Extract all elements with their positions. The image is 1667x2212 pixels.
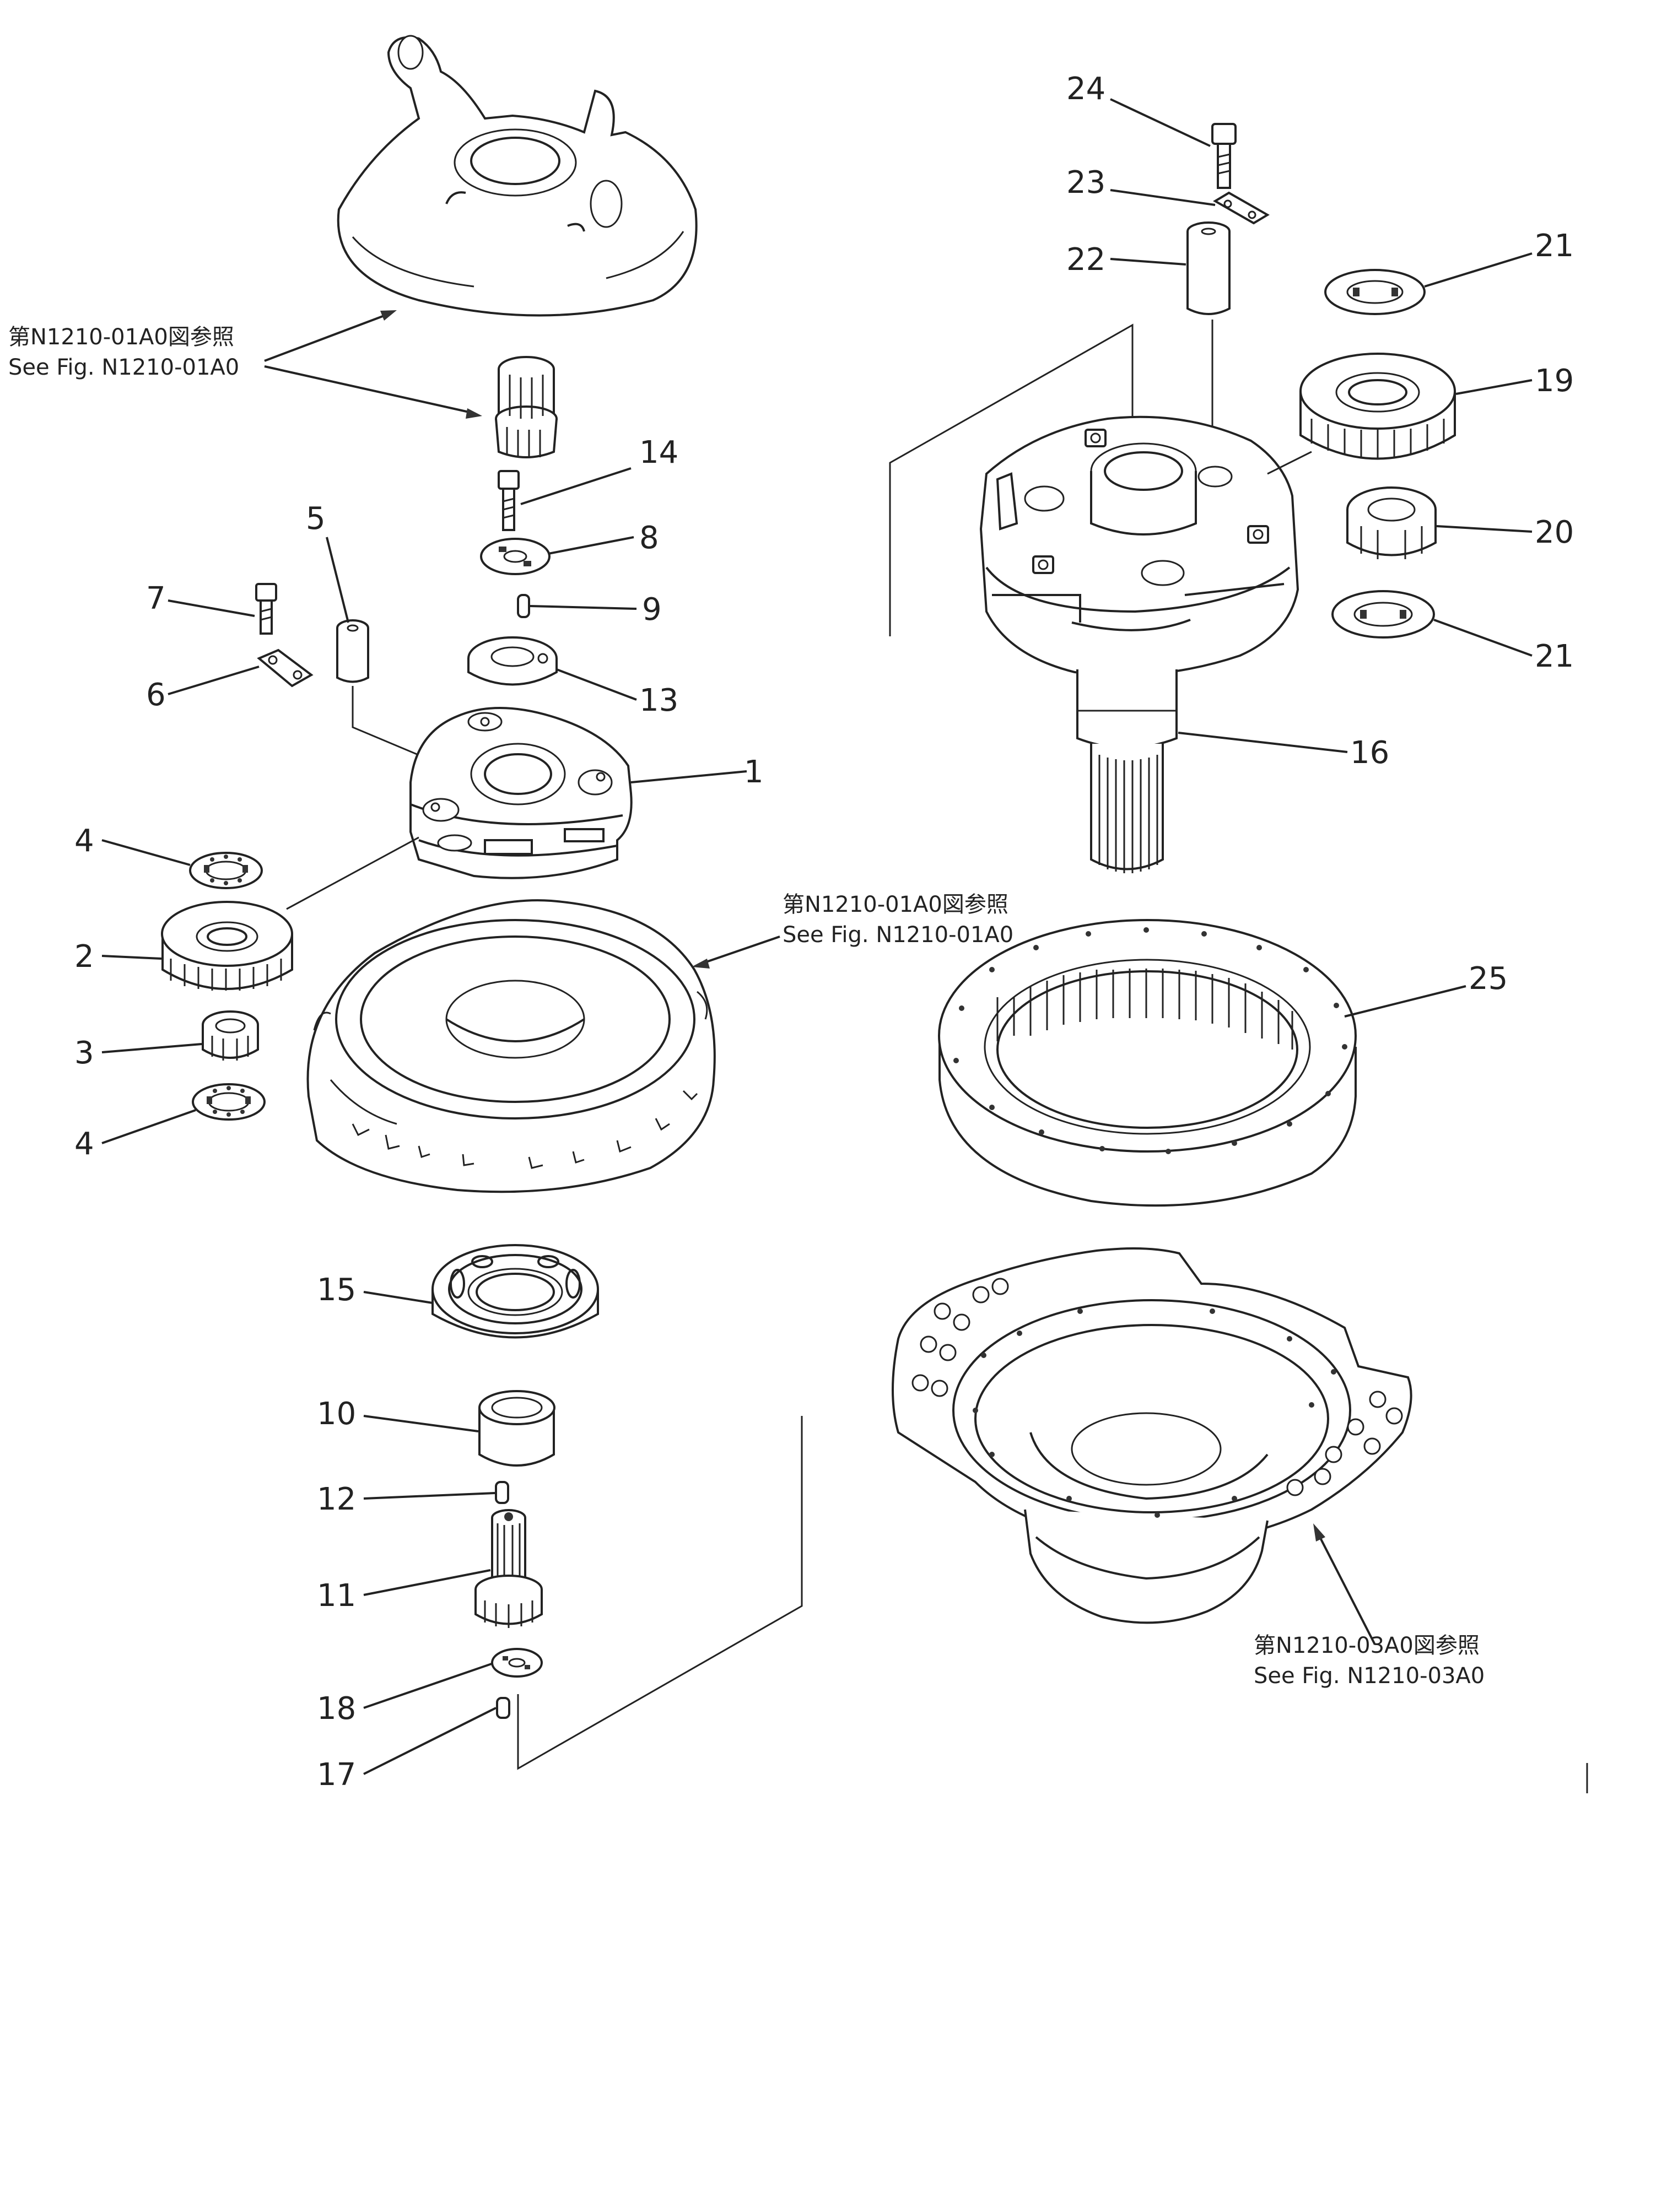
- callout-11: 11: [317, 1578, 356, 1614]
- callout-4-upper: 4: [74, 823, 94, 859]
- part-17-pin: [496, 1697, 510, 1719]
- part-3-needle-bearing: [202, 1010, 259, 1061]
- part-2-planet-gear: [161, 901, 293, 991]
- part-22-shaft: [1186, 221, 1231, 315]
- callout-numbers: 1 2 3 4 4 5 6 7 8 9 10 11 12 13 14 15 16…: [74, 71, 1574, 1793]
- part-4-thrust-washer-upper: [189, 852, 263, 889]
- part-1-planet-carrier: [409, 707, 633, 879]
- part-14-bolt: [498, 470, 520, 531]
- callout-4-lower: 4: [74, 1126, 94, 1162]
- callout-7: 7: [146, 581, 166, 616]
- part-16-carrier-output-shaft: [979, 415, 1299, 873]
- callout-20: 20: [1535, 515, 1574, 550]
- figure-reference-middle: 第N1210-01A0図参照 See Fig. N1210-01A0: [783, 892, 1013, 948]
- callout-15: 15: [317, 1272, 356, 1308]
- lower-housing: [892, 1247, 1412, 1624]
- ref-bottom-right-en: See Fig. N1210-03A0: [1254, 1663, 1485, 1689]
- part-20-needle-bearing: [1346, 486, 1437, 559]
- part-18-thrust-washer: [491, 1648, 543, 1678]
- callout-2: 2: [74, 939, 94, 975]
- part-8-thrust-washer: [480, 538, 551, 575]
- callout-5: 5: [306, 501, 326, 537]
- callout-10: 10: [317, 1396, 356, 1432]
- part-13-bushing: [467, 636, 558, 686]
- ref-middle-en: See Fig. N1210-01A0: [783, 922, 1013, 948]
- part-11-sun-gear-shaft: [474, 1509, 543, 1628]
- part-6-lock-plate: [257, 648, 314, 688]
- part-19-planet-gear: [1299, 353, 1456, 460]
- callout-6: 6: [146, 677, 166, 713]
- part-9-pin: [517, 594, 530, 618]
- ref-top-left-jp: 第N1210-01A0図参照: [8, 325, 234, 350]
- assembly-guide-line-upper: [889, 323, 1134, 636]
- assembly-guide-line-lower: [517, 1416, 803, 1770]
- callout-24: 24: [1066, 71, 1105, 107]
- spline-coupling: [495, 356, 558, 458]
- callout-12: 12: [317, 1481, 356, 1517]
- part-5-shaft: [336, 619, 369, 683]
- part-25-ring-gear: [938, 919, 1357, 1207]
- callout-13: 13: [639, 683, 678, 718]
- part-24-bolt: [1211, 123, 1237, 189]
- part-10-collar: [478, 1390, 555, 1467]
- callout-3: 3: [74, 1035, 94, 1071]
- callout-16: 16: [1350, 735, 1389, 771]
- motor-housing-cover: [337, 35, 698, 317]
- callout-22: 22: [1066, 242, 1105, 278]
- part-12-pin: [495, 1481, 509, 1504]
- callout-18: 18: [317, 1691, 356, 1727]
- ring-gear-housing: [306, 899, 716, 1193]
- figure-reference-bottom-right: 第N1210-03A0図参照 See Fig. N1210-03A0: [1254, 1633, 1485, 1689]
- part-7-bolt: [255, 583, 277, 635]
- part-15-ball-bearing: [431, 1244, 599, 1339]
- callout-25: 25: [1469, 961, 1508, 997]
- assembly-guide-line-19: [1267, 451, 1312, 475]
- part-23-lock-plate: [1213, 191, 1270, 225]
- assembly-guide-line-2: [286, 836, 419, 910]
- callout-23: 23: [1066, 165, 1105, 201]
- ref-middle-jp: 第N1210-01A0図参照: [783, 892, 1008, 917]
- callout-21-lower: 21: [1535, 639, 1574, 674]
- callout-19: 19: [1535, 363, 1574, 399]
- part-4-thrust-washer-lower: [192, 1083, 266, 1121]
- ref-bottom-right-jp: 第N1210-03A0図参照: [1254, 1633, 1480, 1658]
- callout-21-upper: 21: [1535, 228, 1574, 264]
- leader-lines: [101, 98, 1533, 1775]
- part-21-thrust-washer-lower: [1331, 590, 1435, 639]
- callout-8: 8: [639, 520, 659, 556]
- callout-14: 14: [639, 435, 678, 470]
- ref-top-left-en: See Fig. N1210-01A0: [8, 355, 239, 380]
- part-21-thrust-washer-upper: [1324, 269, 1426, 315]
- callout-1: 1: [744, 754, 764, 790]
- figure-reference-top-left: 第N1210-01A0図参照 See Fig. N1210-01A0: [8, 325, 239, 380]
- callout-17: 17: [317, 1757, 356, 1793]
- callout-9: 9: [642, 592, 662, 628]
